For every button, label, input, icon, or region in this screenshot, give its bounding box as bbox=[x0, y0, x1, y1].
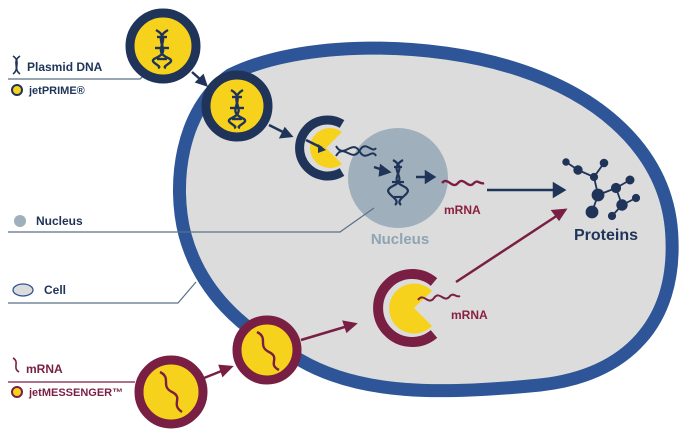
legend-plasmid-dna: Plasmid DNA bbox=[27, 60, 103, 74]
plasmid-complex-1 bbox=[125, 8, 201, 84]
legend-nucleus-icon bbox=[14, 215, 26, 227]
legend-mrna: mRNA bbox=[26, 362, 63, 376]
mrna-label-nucleus: mRNA bbox=[444, 203, 481, 217]
legend-mrna-icon bbox=[12, 357, 20, 373]
mrna-icon bbox=[256, 330, 280, 372]
mrna-complex-opening bbox=[373, 269, 461, 347]
mrna-icon bbox=[159, 370, 183, 413]
nucleus-dna-icon bbox=[387, 159, 409, 206]
proteins-label: Proteins bbox=[574, 227, 638, 244]
legend-cell-icon bbox=[12, 283, 34, 297]
mrna-arrows bbox=[198, 208, 568, 382]
plasmid-complex-2 bbox=[201, 70, 273, 142]
legend: Plasmid DNA jetPRIME® Nucleus Cell mRNA … bbox=[11, 55, 123, 399]
nucleus-label: Nucleus bbox=[371, 231, 429, 248]
plasmid-pathway: mRNA bbox=[125, 8, 567, 217]
cytoplasm-mrna-icon bbox=[417, 293, 461, 302]
dna-icon bbox=[227, 88, 247, 130]
mrna-complex-2 bbox=[232, 315, 302, 385]
released-dna-icon bbox=[335, 145, 377, 157]
legend-jetprime: jetPRIME® bbox=[28, 85, 85, 97]
mrna-label-cytoplasm: mRNA bbox=[451, 308, 488, 322]
plasmid-complex-opening bbox=[295, 115, 345, 181]
legend-dna-icon bbox=[12, 55, 21, 75]
connector-cell bbox=[8, 281, 197, 304]
mrna-pathway: mRNA bbox=[134, 208, 568, 429]
legend-nucleus: Nucleus bbox=[36, 214, 83, 228]
plasmid-arrows bbox=[191, 71, 567, 199]
legend-jetprime-icon bbox=[11, 84, 23, 96]
connector-nucleus bbox=[8, 207, 375, 233]
protein-molecule-icon bbox=[562, 158, 641, 221]
legend-jetmessenger: jetMESSENGER™ bbox=[28, 387, 123, 399]
proteins: Proteins bbox=[562, 158, 641, 244]
mrna-complex-1 bbox=[134, 355, 208, 429]
dna-icon bbox=[151, 28, 173, 70]
legend-jetmessenger-icon bbox=[11, 386, 23, 398]
nucleus-mrna-icon bbox=[441, 179, 485, 187]
legend-cell: Cell bbox=[44, 283, 66, 297]
